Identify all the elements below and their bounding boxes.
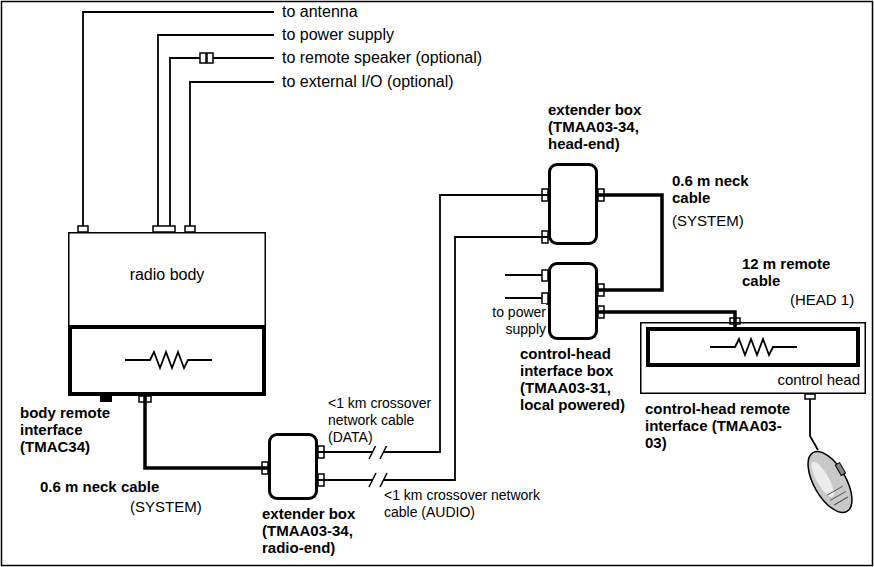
unit-box: radio body body remote interface (TMAC34) [68, 232, 266, 396]
microphone-grille [834, 497, 848, 505]
cable-label: 0.6 m neck cable [672, 172, 768, 206]
node-label: control-head remote interface (TMAA03-03… [645, 400, 797, 451]
interface-box: extender box (TMAA03-34, radio-end) [268, 433, 318, 500]
cable-label: 0.6 m neck cable [40, 478, 172, 495]
cable [598, 195, 662, 290]
speaker-wire [170, 58, 200, 228]
signal-name: (SYSTEM) [130, 498, 220, 515]
wire-label: to external I/O (optional) [282, 73, 542, 90]
wire-label: to power supply [282, 26, 482, 43]
interface-box: body remote interface (TMAC34) [68, 325, 266, 396]
wire-label: to remote speaker (optional) [282, 49, 542, 66]
cable-break [372, 472, 384, 488]
cable-break [369, 445, 376, 459]
node-label: extender box (TMAA03-34, head-end) [548, 101, 680, 152]
connector [153, 226, 175, 232]
microphone-body [799, 445, 861, 520]
signal-name: (HEAD 1) [790, 291, 866, 308]
cable [598, 312, 735, 327]
unit-box: control head control-head remote interfac… [640, 322, 866, 394]
power-wire [505, 297, 542, 299]
speaker-plug [207, 53, 213, 63]
cable-label: <1 km crossover network cable (AUDIO) [384, 487, 564, 521]
interface-box: control-head remote interface (TMAA03-03… [646, 327, 860, 367]
signal-name: (SYSTEM) [672, 212, 762, 229]
antenna-wire [83, 12, 274, 228]
connector [542, 270, 548, 281]
speaker-plug [200, 53, 206, 63]
node-label: control head [750, 371, 860, 388]
speaker-wire [213, 57, 274, 59]
connector [100, 396, 112, 402]
cable-break [369, 473, 376, 487]
microphone-grille [827, 486, 843, 495]
cable-label: <1 km crossover network cable (DATA) [328, 395, 436, 446]
cable-break [380, 445, 387, 459]
power-wire [505, 274, 542, 276]
cable [318, 195, 548, 452]
connector [78, 226, 88, 232]
node-label: radio body [68, 266, 266, 283]
microphone-grille [830, 491, 846, 500]
microphone-highlight [807, 459, 837, 500]
io-wire [190, 82, 274, 228]
microphone-cord [810, 399, 818, 450]
node-label: extender box (TMAA03-34, radio-end) [262, 505, 394, 556]
cable-break [372, 444, 384, 460]
cable-label: 12 m remote cable [742, 255, 854, 289]
ptt-button [835, 463, 845, 476]
cable [318, 237, 548, 480]
connector [805, 394, 815, 399]
interface-box: control-head interface box (TMAA03-31, l… [548, 262, 598, 340]
wire-label: to power supply [462, 304, 546, 338]
cable [145, 396, 268, 468]
cable-break [380, 473, 387, 487]
microphone [799, 444, 862, 520]
interface-box: extender box (TMAA03-34, head-end) [548, 163, 598, 245]
resistor-symbol [710, 339, 797, 355]
node-label: control-head interface box (TMAA03-31, l… [520, 345, 638, 413]
connector [185, 226, 195, 232]
resistor-symbol [125, 352, 212, 368]
node-label: body remote interface (TMAC34) [20, 404, 112, 455]
wire-label: to antenna [282, 3, 482, 20]
power-wire [158, 35, 274, 228]
connector [542, 293, 548, 304]
